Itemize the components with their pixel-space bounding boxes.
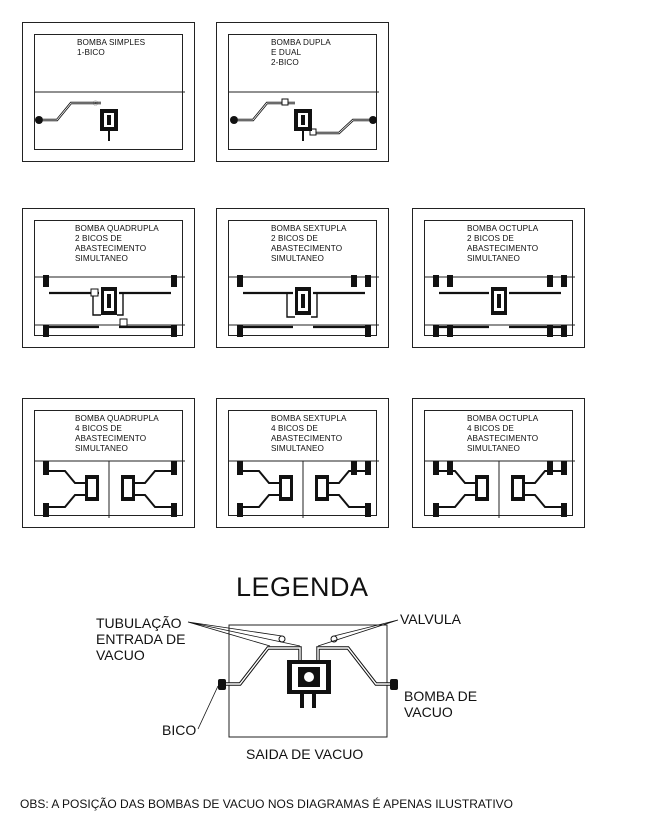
panel-bomba-quadrupla-4: BOMBA QUADRUPLA 4 BICOS DE ABASTECIMENTO… <box>22 398 195 528</box>
label-valvula: VALVULA <box>400 611 461 627</box>
panel-label: BOMBA SEXTUPLA 4 BICOS DE ABASTECIMENTO … <box>271 414 347 453</box>
panel-bomba-octupla-2: BOMBA OCTUPLA 2 BICOS DE ABASTECIMENTO S… <box>412 208 585 348</box>
label-bico: BICO <box>162 722 197 738</box>
bico-icon <box>369 116 377 124</box>
vacuum-pump-icon <box>287 660 331 708</box>
panel-frame <box>424 220 573 336</box>
svg-text:ⓐ: ⓐ <box>93 100 98 107</box>
quad-pump-4-diagram <box>34 460 185 518</box>
panel-bomba-simples: BOMBA SIMPLES 1-BICO ⓐ <box>22 22 195 162</box>
label-bomba-de-vacuo: BOMBA DE VACUO <box>404 688 478 720</box>
obs-note: OBS: A POSIÇÃO DAS BOMBAS DE VACUO NOS D… <box>20 797 514 811</box>
bico-icon <box>230 116 238 124</box>
panel-label: BOMBA QUADRUPLA 4 BICOS DE ABASTECIMENTO… <box>75 414 159 453</box>
quad-pump-2-diagram <box>34 275 185 337</box>
panel-label: BOMBA OCTUPLA 2 BICOS DE ABASTECIMENTO S… <box>467 224 539 263</box>
panel-label: BOMBA SIMPLES 1-BICO <box>77 38 146 57</box>
panel-label: BOMBA OCTUPLA 4 BICOS DE ABASTECIMENTO S… <box>467 414 539 453</box>
panel-bomba-sextupla-2: BOMBA SEXTUPLA 2 BICOS DE ABASTECIMENTO … <box>216 208 389 348</box>
panel-bomba-quadrupla-2: BOMBA QUADRUPLA 2 BICOS DE ABASTECIMENTO… <box>22 208 195 348</box>
panel-label: BOMBA SEXTUPLA 2 BICOS DE ABASTECIMENTO … <box>271 224 347 263</box>
dual-pump-diagram <box>228 91 379 141</box>
bico-icon <box>218 679 226 690</box>
simple-pump-diagram: ⓐ <box>34 91 185 141</box>
panel-bomba-sextupla-4: BOMBA SEXTUPLA 4 BICOS DE ABASTECIMENTO … <box>216 398 389 528</box>
sext-pump-2-diagram <box>228 275 379 337</box>
panel-label: BOMBA DUPLA E DUAL 2-BICO <box>271 38 331 67</box>
bico-icon <box>390 679 398 690</box>
sext-pump-4-diagram <box>228 460 379 518</box>
panel-frame <box>34 220 183 336</box>
legend-frame <box>228 624 388 738</box>
valve-icon <box>278 635 286 643</box>
label-tubulacao: TUBULAÇÃO ENTRADA DE VACUO <box>96 615 186 663</box>
legend-title: LEGENDA <box>236 572 369 602</box>
label-saida-de-vacuo: SAIDA DE VACUO <box>246 746 364 762</box>
panel-label: BOMBA QUADRUPLA 2 BICOS DE ABASTECIMENTO… <box>75 224 159 263</box>
bico-icon <box>35 116 43 124</box>
panel-bomba-dupla: BOMBA DUPLA E DUAL 2-BICO <box>216 22 389 162</box>
oct-pump-4-diagram <box>424 460 575 518</box>
panel-bomba-octupla-4: BOMBA OCTUPLA 4 BICOS DE ABASTECIMENTO S… <box>412 398 585 528</box>
panel-frame <box>228 220 377 336</box>
oct-pump-2-diagram <box>424 275 575 337</box>
